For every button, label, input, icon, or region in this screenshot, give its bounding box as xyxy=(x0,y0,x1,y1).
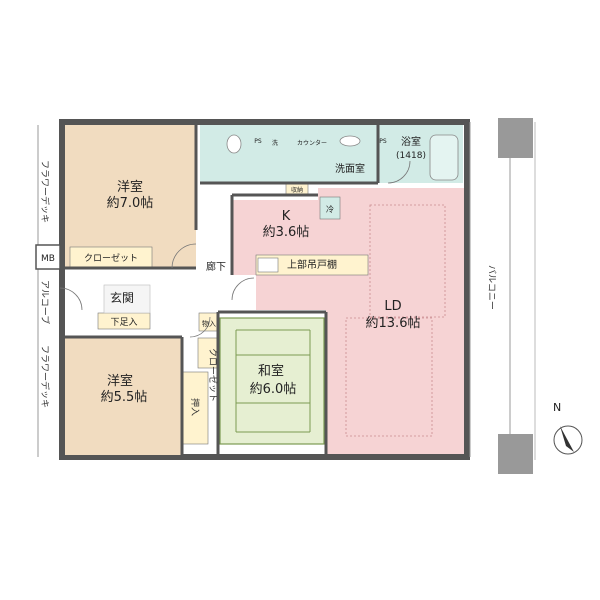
ps-label-1: PS xyxy=(254,138,262,145)
japanese-room-name: 和室 xyxy=(258,363,284,379)
mb-label: MB xyxy=(41,254,55,264)
entrance-floor xyxy=(103,284,151,314)
hallway-label: 廊下 xyxy=(206,260,226,273)
oshiire-storage xyxy=(182,371,209,445)
ld-name: LD xyxy=(384,299,401,314)
fridge-space xyxy=(319,196,341,220)
ld-ceiling-line xyxy=(369,204,446,318)
compass-needle-icon xyxy=(560,426,574,452)
bath-size: (1418) xyxy=(396,151,426,161)
wash-basin xyxy=(339,135,361,147)
kitchen-name: K xyxy=(282,209,291,224)
door-swings xyxy=(59,160,411,338)
western-room-2-size: 約5.5帖 xyxy=(101,390,148,405)
alcove-label: アルコーブ xyxy=(39,280,51,324)
mb-box xyxy=(35,244,61,270)
interior-walls xyxy=(65,125,380,455)
compass-label: N xyxy=(553,401,561,414)
western-room-2-name: 洋室 xyxy=(107,373,133,389)
ld-ceiling-line xyxy=(345,317,433,437)
bath-name: 浴室 xyxy=(401,135,421,148)
compass-ring xyxy=(553,425,583,455)
storage-label: 物入 xyxy=(202,319,216,328)
western-room-1 xyxy=(65,125,196,267)
oshiire-label: 押入 xyxy=(189,398,201,416)
washroom-name: 洗面室 xyxy=(335,162,365,175)
balcony-column xyxy=(498,118,533,158)
counter-label: カウンター xyxy=(297,139,327,147)
upper-cabinet-label: 上部吊戸棚 xyxy=(287,258,337,271)
closet-vertical-label: クローゼット xyxy=(207,348,219,402)
ld-kitchen-area xyxy=(232,188,464,454)
washer-label: 洗 xyxy=(272,139,278,147)
shuno-label: 収納 xyxy=(291,186,303,194)
balcony-column xyxy=(498,434,533,474)
japanese-room-size: 約6.0帖 xyxy=(250,382,297,397)
western-room-1-size: 約7.0帖 xyxy=(107,196,154,211)
western-room-1-name: 洋室 xyxy=(117,179,143,195)
closet-label: クローゼット xyxy=(84,252,138,264)
kitchen-counter xyxy=(255,254,369,276)
flower-deck-label-1: フラワーデッキ xyxy=(39,160,51,223)
ps-label-2: PS xyxy=(379,138,387,145)
shoe-storage-label: 下足入 xyxy=(110,317,137,328)
entrance-label: 玄関 xyxy=(110,290,134,305)
compass: N xyxy=(553,401,583,455)
western-room-2 xyxy=(65,338,182,455)
toilet xyxy=(226,134,242,154)
japanese-room xyxy=(219,317,325,445)
bathtub xyxy=(429,134,459,181)
flower-deck-label-2: フラワーデッキ xyxy=(39,345,51,408)
stove xyxy=(257,257,279,273)
balcony-label: バルコニー xyxy=(486,265,497,310)
fridge-label: 冷 xyxy=(326,204,334,214)
washroom-area xyxy=(200,125,378,183)
ld-size: 約13.6帖 xyxy=(366,316,421,331)
kitchen-size: 約3.6帖 xyxy=(263,225,310,240)
